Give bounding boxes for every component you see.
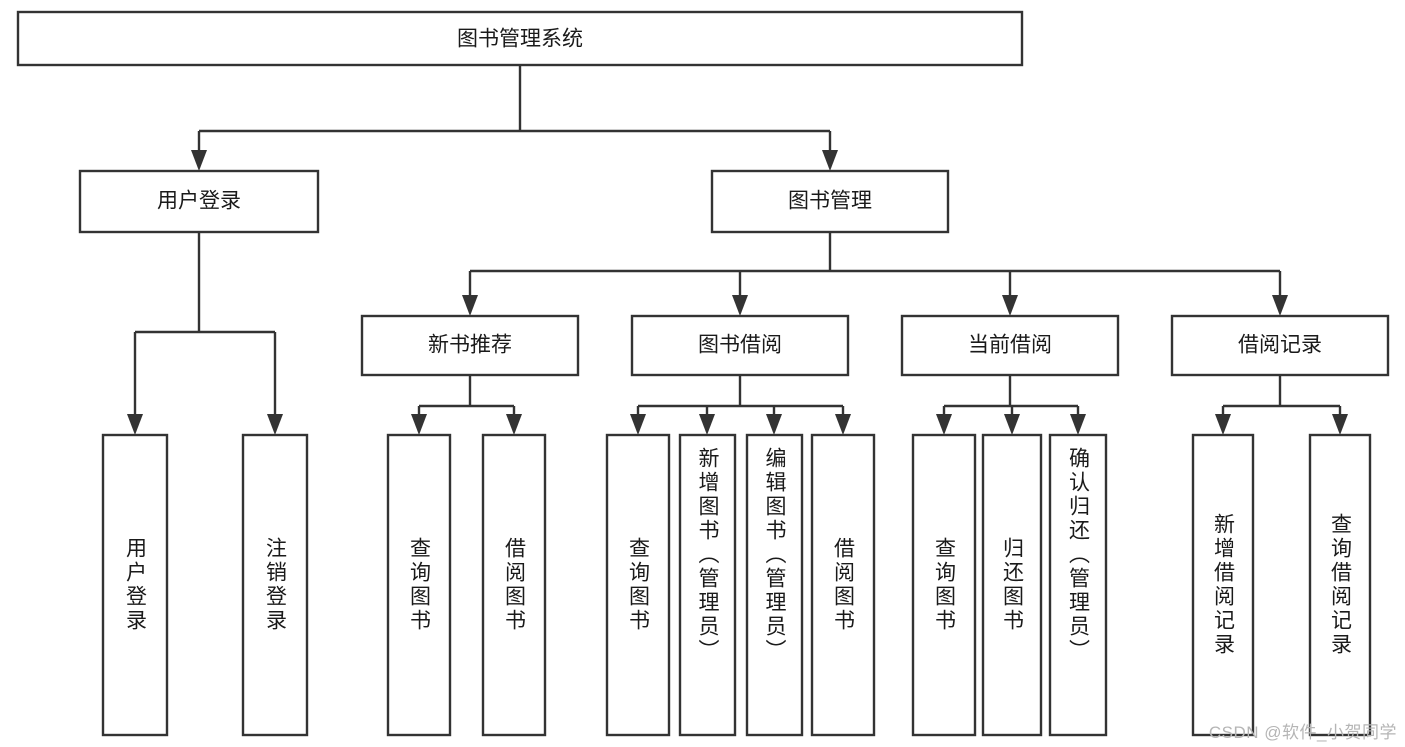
node-leaf-return-book-box[interactable] <box>981 433 1043 737</box>
node-book-borrow-label: 图书借阅 <box>698 334 782 357</box>
node-book-manage-label: 图书管理 <box>788 190 872 213</box>
node-book-borrow[interactable]: 图书借阅 <box>630 314 850 377</box>
arrow-leaf-borrow-book-1-icon <box>506 414 522 435</box>
node-book-borrow-box[interactable] <box>630 314 850 377</box>
node-leaf-query-book-2-box[interactable] <box>605 433 671 737</box>
node-user-login-label: 用户登录 <box>157 190 241 213</box>
connectors-group <box>127 65 1348 435</box>
node-leaf-query-book-3-box[interactable] <box>911 433 977 737</box>
node-new-book-rec[interactable]: 新书推荐 <box>360 314 580 377</box>
arrow-leaf-query-record-icon <box>1332 414 1348 435</box>
node-borrow-record-label: 借阅记录 <box>1238 334 1322 357</box>
node-root[interactable]: 图书管理系统 <box>16 10 1024 67</box>
node-book-manage[interactable]: 图书管理 <box>710 169 950 234</box>
node-leaf-borrow-book-2-box[interactable] <box>810 433 876 737</box>
node-leaf-borrow-book-1-box[interactable] <box>481 433 547 737</box>
arrow-leaf-add-record-icon <box>1215 414 1231 435</box>
node-leaf-add-book-box[interactable] <box>678 433 737 737</box>
node-new-book-rec-label: 新书推荐 <box>428 334 512 357</box>
node-leaf-user-login-box[interactable] <box>101 433 169 737</box>
arrow-leaf-user-logout-icon <box>267 414 283 435</box>
node-borrow-record-box[interactable] <box>1170 314 1390 377</box>
arrow-to-borrow-record-icon <box>1272 295 1288 316</box>
arrow-leaf-confirm-return-icon <box>1070 414 1086 435</box>
node-leaf-add-record-box[interactable] <box>1191 433 1255 737</box>
node-leaf-query-book-1-box[interactable] <box>386 433 452 737</box>
arrow-to-user-login-icon <box>191 150 207 171</box>
node-root-box[interactable] <box>16 10 1024 67</box>
arrow-leaf-borrow-book-2-icon <box>835 414 851 435</box>
arrow-leaf-query-book-3-icon <box>936 414 952 435</box>
arrow-to-current-borrow-icon <box>1002 295 1018 316</box>
node-leaf-user-logout-box[interactable] <box>241 433 309 737</box>
node-user-login[interactable]: 用户登录 <box>78 169 320 234</box>
arrow-leaf-edit-book-icon <box>766 414 782 435</box>
node-leaf-edit-book-box[interactable] <box>745 433 804 737</box>
watermark-text: CSDN @软件_小贺同学 <box>1208 723 1397 742</box>
node-leaf-query-record-box[interactable] <box>1308 433 1372 737</box>
arrow-to-new-book-rec-icon <box>462 295 478 316</box>
arrow-leaf-return-book-icon <box>1004 414 1020 435</box>
node-book-manage-box[interactable] <box>710 169 950 234</box>
arrow-to-book-borrow-icon <box>732 295 748 316</box>
arrow-leaf-add-book-icon <box>699 414 715 435</box>
node-root-label: 图书管理系统 <box>457 28 583 51</box>
node-borrow-record[interactable]: 借阅记录 <box>1170 314 1390 377</box>
arrow-leaf-query-book-1-icon <box>411 414 427 435</box>
node-leaf-confirm-return-box[interactable] <box>1048 433 1108 737</box>
leaf-boxes-group <box>101 433 1372 737</box>
node-current-borrow[interactable]: 当前借阅 <box>900 314 1120 377</box>
node-current-borrow-box[interactable] <box>900 314 1120 377</box>
arrow-leaf-user-login-icon <box>127 414 143 435</box>
node-current-borrow-label: 当前借阅 <box>968 334 1052 357</box>
node-user-login-box[interactable] <box>78 169 320 234</box>
arrow-to-book-manage-icon <box>822 150 838 171</box>
arrow-leaf-query-book-2-icon <box>630 414 646 435</box>
node-new-book-rec-box[interactable] <box>360 314 580 377</box>
